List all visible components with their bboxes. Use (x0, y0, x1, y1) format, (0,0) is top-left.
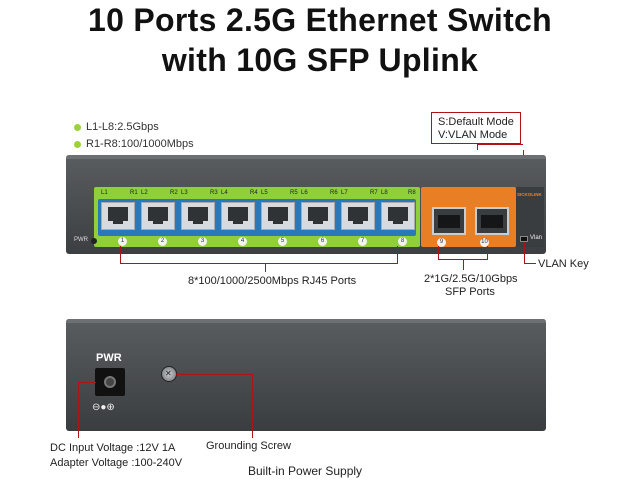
port-label-l7: L7 (341, 190, 348, 196)
rj45-port-4 (221, 202, 255, 230)
screw-connector-v (252, 374, 253, 438)
port-label-l3: L3 (181, 190, 188, 196)
rj45-ports-label: 8*100/1000/2500Mbps RJ45 Ports (188, 275, 357, 287)
legend-l-ports: L1-L8:2.5Gbps (74, 121, 159, 133)
port-label-r8: R8 (408, 190, 416, 196)
port-number-5: 5 (278, 237, 287, 246)
green-dot-icon (74, 140, 81, 148)
back-pwr-label: PWR (96, 352, 122, 364)
adapter-voltage: Adapter Voltage :100-240V (50, 457, 183, 469)
brand-logo: SICKOLINK (517, 192, 542, 197)
sfp-port-9 (432, 207, 466, 235)
front-vlan-label: Vlan (530, 235, 543, 241)
vlan-key-label: VLAN Key (538, 258, 589, 270)
dc-input-voltage: DC Input Voltage :12V 1A (50, 442, 176, 454)
sfp-ports-label-2: SFP Ports (445, 286, 495, 298)
mode-note-default: S:Default Mode (438, 116, 514, 128)
port-label-r2: R2 (170, 190, 178, 196)
port-label-l1: L1 (101, 190, 108, 196)
port-label-r3: R3 (210, 190, 218, 196)
title-line-2: with 10G SFP Uplink (161, 42, 479, 78)
mode-note-vlan: V:VLAN Mode (438, 129, 508, 141)
builtin-power-label: Built-in Power Supply (248, 464, 363, 478)
dc-input-connector-h (78, 382, 96, 383)
mode-note-connector (477, 144, 523, 150)
rj45-bracket-stem (265, 264, 266, 272)
vlan-key-connector (524, 242, 536, 264)
dc-power-jack (95, 368, 125, 396)
sfp-number-10: 10 (480, 238, 489, 247)
port-label-l5: L5 (261, 190, 268, 196)
screw-connector-h (176, 374, 252, 375)
switch-back-view (66, 319, 546, 431)
sfp-port-10 (475, 207, 509, 235)
sfp-bracket (438, 246, 488, 260)
legend-r-ports: R1-R8:100/1000Mbps (74, 138, 194, 150)
port-label-l2: L2 (141, 190, 148, 196)
port-label-l6: L6 (301, 190, 308, 196)
rj45-bracket (120, 246, 398, 264)
port-number-7: 7 (358, 237, 367, 246)
sfp-bracket-stem (463, 260, 464, 270)
port-number-4: 4 (238, 237, 247, 246)
dc-input-connector (78, 382, 79, 438)
front-pwr-label: PWR (74, 237, 88, 243)
port-number-1: 1 (118, 237, 127, 246)
port-label-r6: R6 (330, 190, 338, 196)
port-number-6: 6 (318, 237, 327, 246)
rj45-port-5 (261, 202, 295, 230)
mode-note-box (431, 112, 521, 144)
port-number-2: 2 (158, 237, 167, 246)
port-label-r5: R5 (290, 190, 298, 196)
power-led-icon (91, 238, 97, 244)
grounding-screw-label: Grounding Screw (206, 440, 291, 452)
port-number-8: 8 (398, 237, 407, 246)
rj45-port-2 (141, 202, 175, 230)
rj45-port-8 (381, 202, 415, 230)
port-label-l8: L8 (381, 190, 388, 196)
rj45-port-1 (101, 202, 135, 230)
port-label-r4: R4 (250, 190, 258, 196)
port-label-r7: R7 (370, 190, 378, 196)
polarity-symbol-icon: ⊖●⊕ (92, 402, 115, 413)
rj45-port-7 (341, 202, 375, 230)
title-line-1: 10 Ports 2.5G Ethernet Switch (88, 2, 552, 38)
port-number-3: 3 (198, 237, 207, 246)
port-label-r1: R1 (130, 190, 138, 196)
rj45-port-6 (301, 202, 335, 230)
green-dot-icon (74, 123, 81, 131)
port-label-l4: L4 (221, 190, 228, 196)
sfp-ports-label-1: 2*1G/2.5G/10Gbps (424, 273, 518, 285)
sfp-number-9: 9 (437, 238, 446, 247)
vlan-key-switch (520, 236, 528, 242)
rj45-port-3 (181, 202, 215, 230)
